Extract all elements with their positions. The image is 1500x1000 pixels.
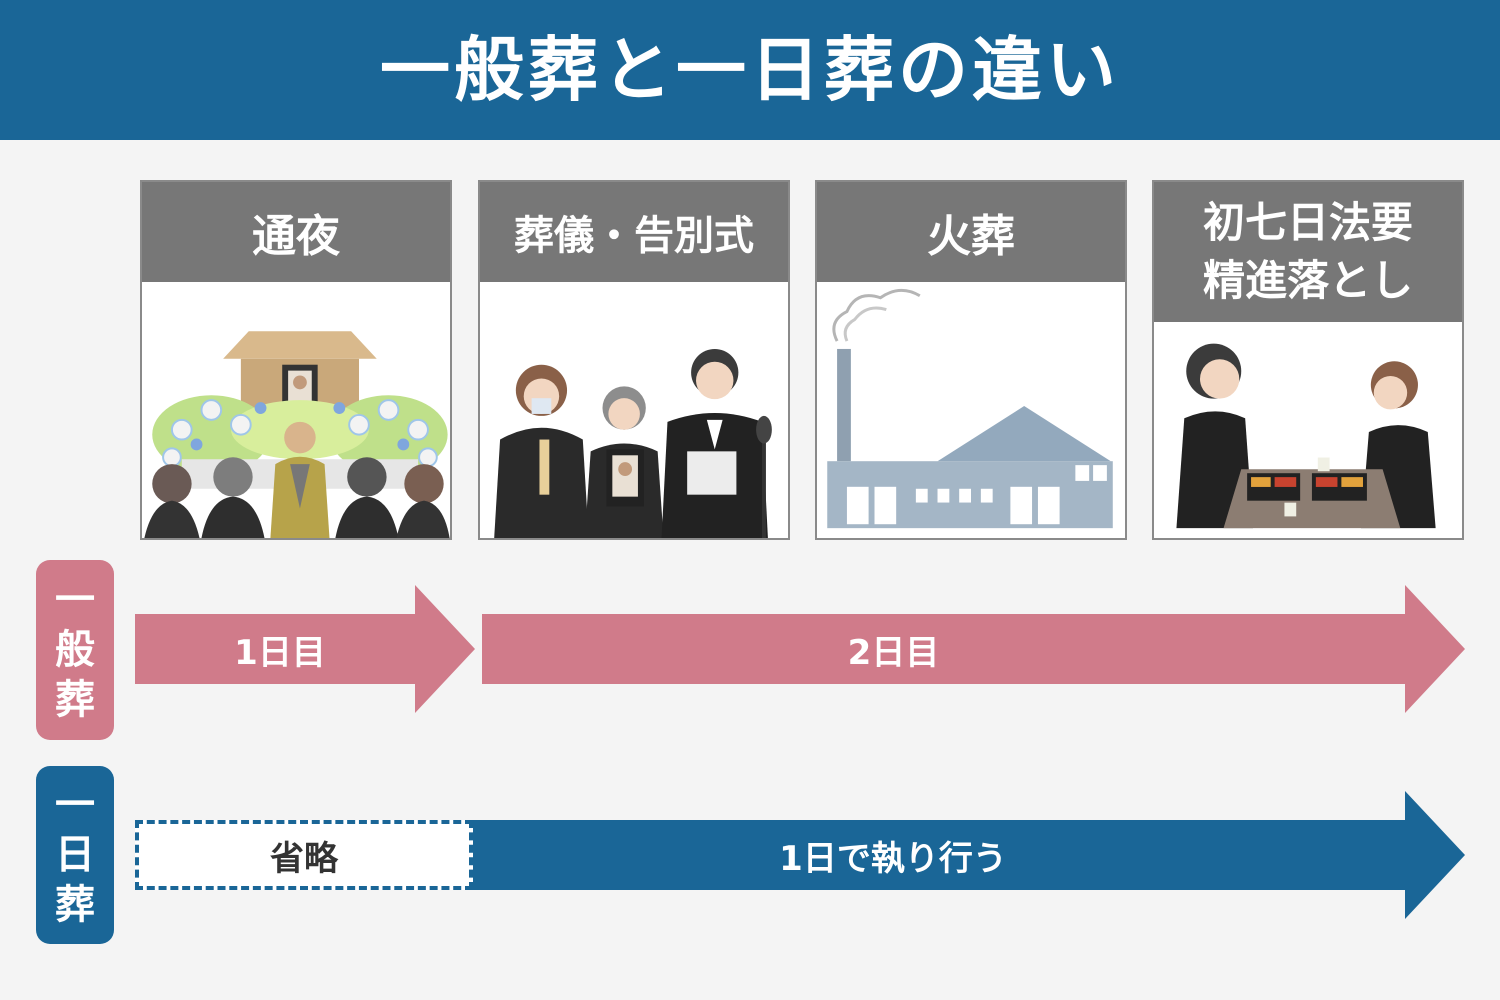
row-label-general-funeral: 一 般 葬 [36,560,114,740]
stage-card-memorial: 初七日法要 精進落とし [1152,180,1464,540]
row-label-char: 日 [55,832,95,878]
day2-label: 2日目 [847,632,940,673]
stage-header: 火葬 [817,182,1125,282]
stage-label-line2: 精進落とし [1202,256,1413,305]
stage-card-cremation: 火葬 [815,180,1127,540]
stage-header: 葬儀・告別式 [480,182,788,282]
memorial-meal-icon [1154,322,1462,538]
stage-header: 通夜 [142,182,450,282]
crematorium-icon [817,282,1125,538]
stage-label: 通夜 [252,211,340,262]
funeral-ceremony-icon [480,282,788,538]
row-label-char: 一 [55,577,95,623]
day2-arrow: 2日目 [482,585,1465,713]
stage-card-funeral: 葬儀・告別式 [478,180,790,540]
stage-label-line1: 初七日法要 [1202,198,1413,247]
wake-icon [142,282,450,538]
row-label-char: 般 [55,627,95,673]
row-label-one-day-funeral: 一 日 葬 [36,766,114,944]
one-day-label: 1日で執り行う [779,838,1007,879]
omitted-label: 省略 [270,838,338,879]
stage-label: 火葬 [927,211,1015,262]
stage-header: 初七日法要 精進落とし [1154,182,1462,322]
stage-label: 葬儀・告別式 [514,213,754,259]
stage-card-wake: 通夜 [140,180,452,540]
omitted-wake-box: 省略 [135,820,473,890]
one-day-arrow: 1日で執り行う [473,791,1465,919]
page-title: 一般葬と一日葬の違い [380,29,1120,111]
day1-arrow: 1日目 [135,585,475,713]
row-label-char: 葬 [55,882,95,928]
day1-label: 1日目 [234,632,326,673]
row-label-char: 葬 [55,677,95,723]
title-banner: 一般葬と一日葬の違い [0,0,1500,140]
row-label-char: 一 [55,782,95,828]
